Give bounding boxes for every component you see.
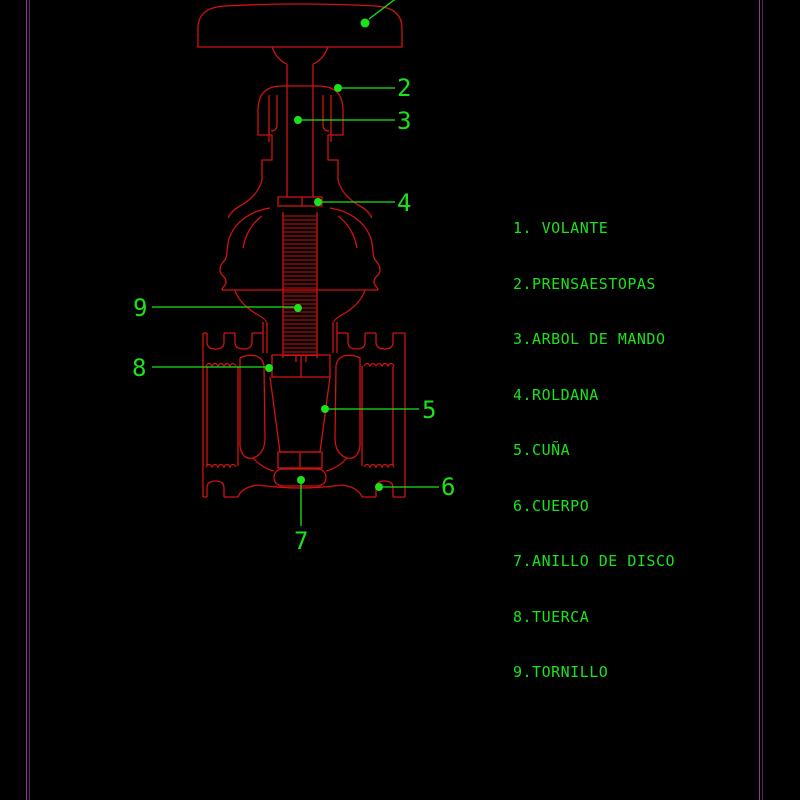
left-border-line-outer <box>26 0 27 800</box>
dot-8 <box>265 364 273 372</box>
valve-stem <box>286 64 314 197</box>
threaded-stem <box>282 212 318 358</box>
legend-item: 5.CUÑA <box>513 441 571 459</box>
legend-item: 6.CUERPO <box>513 496 590 515</box>
legend-item: 8.TUERCA <box>513 607 590 626</box>
legend-item: 7.ANILLO DE DISCO <box>513 552 676 570</box>
dot-2 <box>334 84 342 92</box>
right-border-line-outer <box>762 0 763 800</box>
left-border-line-inner <box>29 0 30 800</box>
dot-6 <box>375 483 383 491</box>
dot-7 <box>297 476 305 484</box>
dot-3 <box>294 116 302 124</box>
wedge <box>269 376 331 453</box>
stem-nut <box>271 354 331 378</box>
legend-item: 9.TORNILLO <box>513 663 609 681</box>
thread-wave <box>205 362 237 368</box>
thread-wave <box>363 362 395 368</box>
dot-4 <box>314 198 322 206</box>
callout-label-4: 4 <box>397 189 411 217</box>
dot-5 <box>321 405 329 413</box>
dot-1 <box>360 18 370 28</box>
packing-gland <box>227 85 373 219</box>
callout-label-6: 6 <box>441 473 455 501</box>
right-border-line-inner <box>759 0 760 800</box>
handwheel <box>197 3 403 65</box>
legend-item: 2.PRENSAESTOPAS <box>513 274 656 293</box>
legend-item: 1. VOLANTE <box>513 219 609 237</box>
parts-legend: 1. VOLANTE 2.PRENSAESTOPAS 3.ARBOL DE MA… <box>513 182 675 719</box>
leader-dots <box>265 18 383 491</box>
callout-label-2: 2 <box>397 74 411 102</box>
leader-lines <box>152 0 439 526</box>
callout-label-7: 7 <box>294 527 308 555</box>
callout-labels: 2 3 4 5 6 7 8 9 <box>132 74 455 555</box>
legend-item: 3.ARBOL DE MANDO <box>513 330 666 348</box>
annotations: 2 3 4 5 6 7 8 9 <box>132 0 455 555</box>
callout-label-5: 5 <box>422 396 436 424</box>
legend-item: 4.ROLDANA <box>513 385 599 404</box>
leader-1 <box>368 0 396 20</box>
disc-ring <box>273 451 327 487</box>
callout-label-8: 8 <box>132 354 146 382</box>
valve-linework <box>197 3 406 498</box>
bonnet-neck <box>262 322 338 353</box>
valve-body <box>202 332 406 498</box>
thread-wave <box>363 463 395 469</box>
dot-9 <box>294 304 302 312</box>
thread-wave <box>205 463 237 469</box>
callout-label-3: 3 <box>397 107 411 135</box>
callout-label-9: 9 <box>133 294 147 322</box>
